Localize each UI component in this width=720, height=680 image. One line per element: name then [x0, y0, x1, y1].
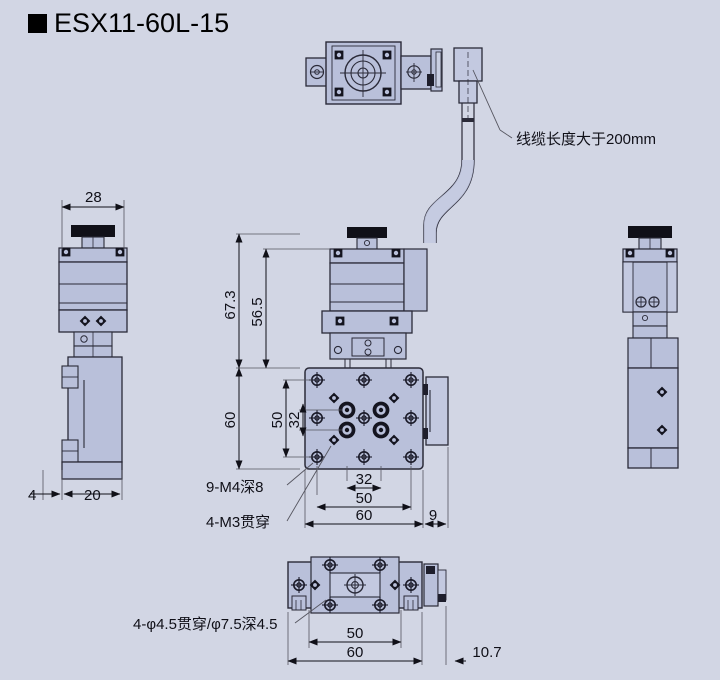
dim-front-67-3: 67.3	[222, 290, 239, 319]
dim-front-32v: 32	[286, 412, 303, 429]
bore-note: 4-φ4.5贯穿/φ7.5深4.5	[133, 616, 278, 633]
dim-front-60h: 60	[356, 507, 373, 524]
dim-front-60v: 60	[222, 412, 239, 429]
dim-front-50v: 50	[269, 412, 286, 429]
dim-bottom-10-7: 10.7	[472, 644, 501, 661]
page-title: ESX11-60L-15	[54, 8, 230, 38]
top-view	[305, 41, 443, 105]
cable-assembly: 线缆长度大于200mm	[423, 47, 656, 243]
dim-front-32h: 32	[356, 471, 373, 488]
dim-front-50h: 50	[356, 490, 373, 507]
front-view: 67.3 56.5 60 50 32 32 50 60 9	[206, 227, 449, 531]
dim-bottom-60: 60	[347, 644, 364, 661]
dim-front-9: 9	[429, 507, 437, 524]
dim-left-20: 20	[84, 487, 101, 504]
bottom-view: 50 60 10.7 4-φ4.5贯穿/φ7.5深4.5	[133, 556, 502, 665]
right-side-view	[622, 226, 679, 469]
left-side-view: 28 4 20	[28, 189, 128, 504]
tap-note-9m4: 9-M4深8	[206, 479, 264, 496]
bullet-square-icon	[28, 14, 47, 33]
dim-bottom-50: 50	[347, 625, 364, 642]
dim-left-4: 4	[28, 487, 36, 504]
dim-front-56-5: 56.5	[249, 297, 266, 326]
cable-note: 线缆长度大于200mm	[516, 131, 656, 148]
tap-note-4m3: 4-M3贯穿	[206, 514, 270, 531]
dim-left-28: 28	[85, 189, 102, 206]
title-row: ESX11-60L-15	[28, 10, 229, 37]
